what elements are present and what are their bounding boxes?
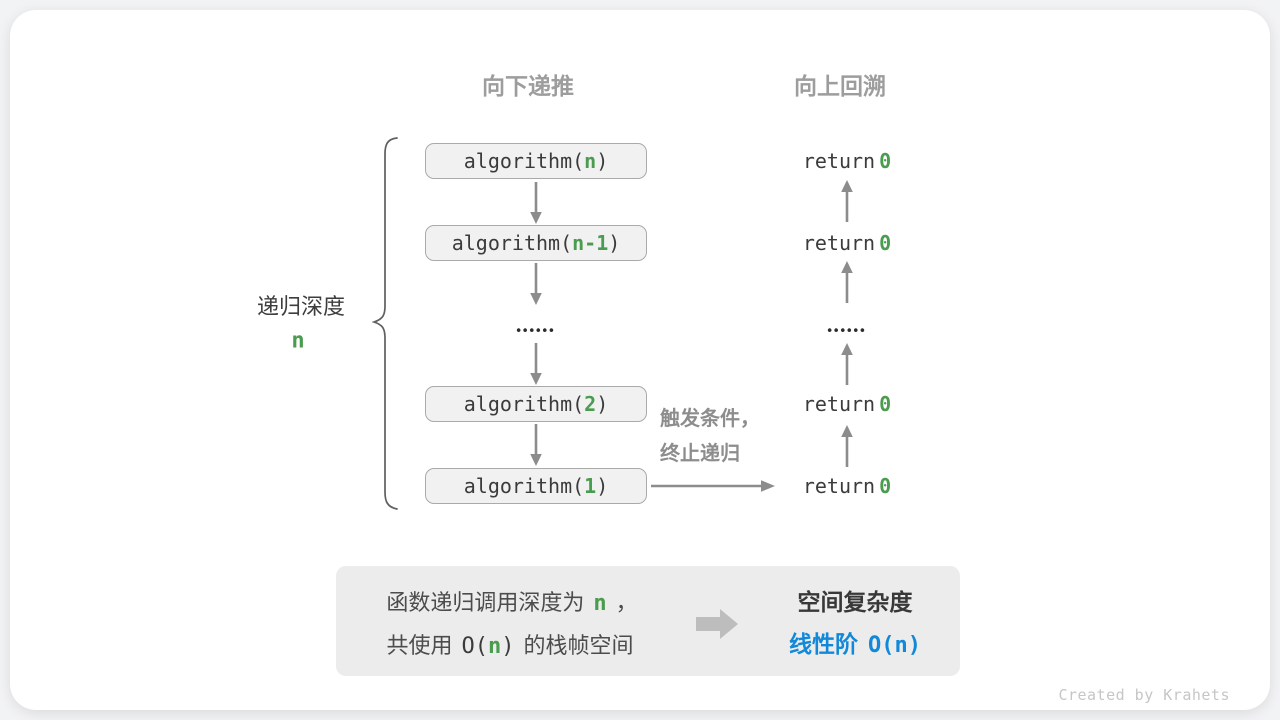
call-box-n: algorithm(n) <box>425 143 647 179</box>
up-arrow <box>841 261 853 303</box>
call-text: algorithm( <box>463 149 585 173</box>
call-arg: n-1 <box>572 231 609 255</box>
curly-brace <box>372 137 398 510</box>
down-arrow <box>530 424 542 466</box>
call-text: algorithm( <box>463 474 585 498</box>
call-arg: n <box>584 149 597 173</box>
up-arrow <box>841 343 853 385</box>
call-box-n-1: algorithm(n-1) <box>425 225 647 261</box>
summary-text: 函数递归调用深度为 <box>386 590 585 615</box>
base-case-label: 触发条件， 终止递归 <box>660 402 760 472</box>
call-text: ) <box>596 392 609 416</box>
summary-text: ， <box>615 590 638 615</box>
up-arrow <box>841 180 853 222</box>
call-text: algorithm( <box>463 392 585 416</box>
header-recurse-down: 向下递推 <box>482 73 574 99</box>
summary-text: 共使用 <box>386 633 453 658</box>
base-case-line1: 触发条件， <box>660 408 760 430</box>
up-arrow <box>841 425 853 467</box>
recursion-depth-value: n <box>291 328 305 354</box>
call-box-2: algorithm(2) <box>425 386 647 422</box>
call-box-1: algorithm(1) <box>425 468 647 504</box>
return-keyword: return <box>802 474 876 498</box>
return-value: 0 <box>879 392 892 416</box>
down-arrow <box>530 343 542 385</box>
call-text: ) <box>596 474 609 498</box>
return-keyword: return <box>802 392 876 416</box>
summary-box <box>336 566 960 676</box>
summary-arg: n <box>488 634 502 659</box>
recursion-depth-label: 递归深度 <box>256 294 346 319</box>
call-arg: 2 <box>584 392 597 416</box>
summary-text: 的栈帧空间 <box>523 633 634 658</box>
header-backtrack-up: 向上回溯 <box>794 73 886 99</box>
call-text: ) <box>596 149 609 173</box>
watermark: Created by Krahets <box>1058 686 1230 704</box>
call-text: algorithm( <box>451 231 573 255</box>
diagram-card: 向下递推 向上回溯 递归深度 n algorithm(n) algorithm(… <box>10 10 1270 710</box>
down-arrow <box>530 182 542 224</box>
call-arg: 1 <box>584 474 597 498</box>
base-case-arrow <box>651 480 775 492</box>
space-complexity-result: 线性阶 O(n) <box>789 625 921 659</box>
down-arrow <box>530 263 542 305</box>
call-text: ) <box>608 231 621 255</box>
return-value: 0 <box>879 149 892 173</box>
result-label: 线性阶 <box>789 631 859 657</box>
summary-arg: n <box>593 591 607 616</box>
return-value: 0 <box>879 231 892 255</box>
summary-line2: 共使用 O(n) 的栈帧空间 <box>386 628 633 660</box>
return-keyword: return <box>802 231 876 255</box>
stack-ellipsis: •••••• <box>516 322 556 338</box>
result-big-o: O(n) <box>868 633 921 658</box>
summary-big-o: O( <box>461 634 489 659</box>
return-ellipsis: •••••• <box>827 322 867 338</box>
space-complexity-title: 空间复杂度 <box>797 589 913 615</box>
summary-big-o: ) <box>501 634 515 659</box>
result-arrow <box>696 609 738 639</box>
base-case-line2: 终止递归 <box>660 443 740 465</box>
summary-line1: 函数递归调用深度为 n ， <box>386 585 637 617</box>
return-keyword: return <box>802 149 876 173</box>
return-value: 0 <box>879 474 892 498</box>
